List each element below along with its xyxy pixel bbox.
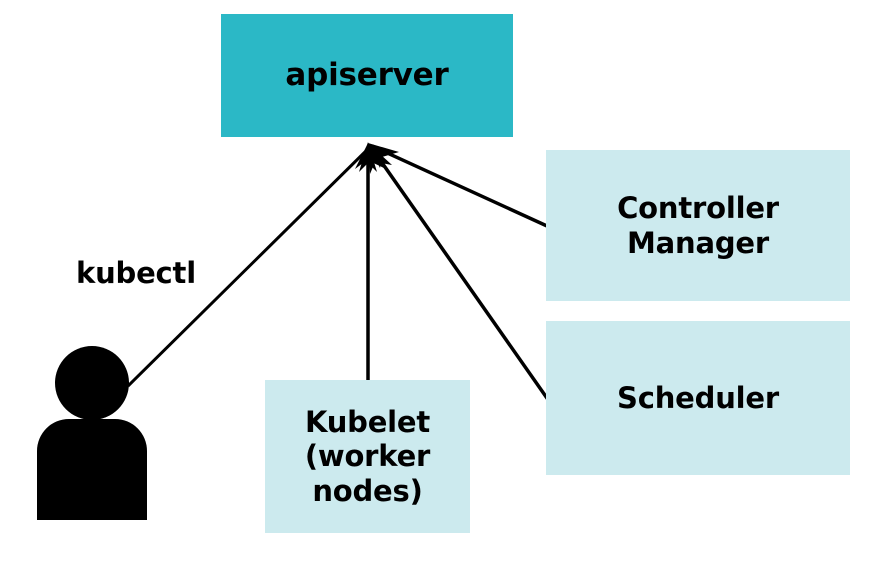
edge-line <box>371 144 548 228</box>
edge-label-kubectl: kubectl <box>76 256 196 290</box>
arrowhead-icon <box>359 142 377 172</box>
node-kubelet-label: Kubelet (worker nodes) <box>304 405 431 508</box>
edge-controller-manager-to-apiserver <box>368 143 548 228</box>
node-apiserver-label: apiserver <box>285 57 449 94</box>
node-scheduler[interactable]: Scheduler <box>546 321 850 475</box>
node-kubelet[interactable]: Kubelet (worker nodes) <box>265 380 470 533</box>
node-apiserver[interactable]: apiserver <box>221 14 513 137</box>
arrowhead-icon <box>368 143 399 168</box>
node-controller-manager[interactable]: Controller Manager <box>546 150 850 301</box>
edge-kubelet-to-apiserver <box>359 142 377 381</box>
person-head-icon <box>55 346 129 420</box>
arrowhead-icon <box>355 143 384 169</box>
edge-scheduler-to-apiserver <box>368 143 551 403</box>
edge-line <box>369 145 551 403</box>
node-scheduler-label: Scheduler <box>617 380 779 415</box>
person-body-icon <box>37 419 147 520</box>
arrowhead-icon <box>368 143 392 174</box>
person-icon[interactable] <box>30 340 160 530</box>
node-controller-manager-label: Controller Manager <box>617 191 779 260</box>
